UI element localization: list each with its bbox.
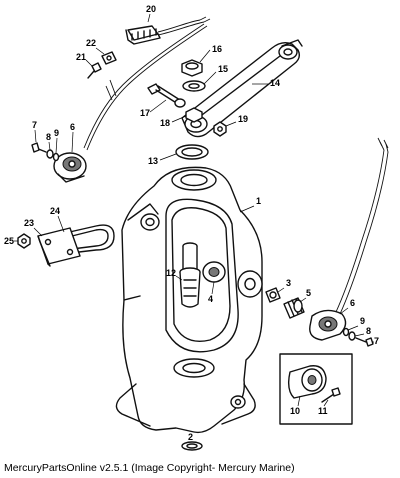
part-1-gimbal-housing [115, 166, 263, 451]
part-14-steering-arm [181, 39, 303, 138]
callout-7-left: 7 [32, 120, 37, 130]
part-12-pivot-pin [179, 242, 201, 308]
callout-20: 20 [146, 4, 156, 14]
part-20-wires [157, 16, 211, 36]
part-19-nut [213, 121, 227, 137]
part-9-washer-left [52, 152, 60, 162]
part-16-nut [181, 59, 203, 77]
callout-3: 3 [286, 278, 291, 288]
callout-4: 4 [208, 294, 213, 304]
part-4-bushing [202, 261, 226, 283]
callout-10: 10 [290, 406, 300, 416]
callout-9-left: 9 [54, 128, 59, 138]
callout-2: 2 [188, 432, 193, 442]
part-6-sender-upper [53, 152, 87, 183]
callout-24: 24 [50, 206, 60, 216]
part-17-bolt [147, 83, 186, 108]
callout-21: 21 [76, 52, 86, 62]
callout-8-right: 8 [366, 326, 371, 336]
callout-17: 17 [140, 108, 150, 118]
callout-6-right: 6 [350, 298, 355, 308]
part-5-stud [283, 297, 305, 319]
part-23-plate [37, 227, 81, 267]
part-25-nut [17, 233, 31, 249]
part-13-ring [175, 144, 209, 160]
part-20-clip [125, 25, 161, 45]
part-6-sender-right [309, 309, 347, 341]
callout-labels: 20 22 21 16 15 14 17 18 19 13 7 8 9 6 24… [4, 4, 379, 442]
part-11-screw [321, 387, 341, 403]
part-18-nut [185, 107, 203, 123]
callout-19: 19 [238, 114, 248, 124]
callout-5: 5 [306, 288, 311, 298]
part-7-screw-right [355, 337, 374, 347]
callout-14: 14 [270, 78, 280, 88]
callout-16: 16 [212, 44, 222, 54]
callout-18: 18 [160, 118, 170, 128]
callout-7-right: 7 [374, 336, 379, 346]
upper-sensor-lead [83, 23, 208, 151]
callout-23: 23 [24, 218, 34, 228]
part-8-washer-left [46, 149, 54, 159]
callout-6-left: 6 [70, 122, 75, 132]
part-24-u-bolt [51, 224, 115, 255]
callout-1: 1 [256, 196, 261, 206]
part-22-clip [101, 51, 117, 65]
callout-25: 25 [4, 236, 14, 246]
callout-12: 12 [166, 268, 176, 278]
right-sensor-lead [335, 137, 389, 315]
part-15-washer [182, 80, 206, 92]
inset-box [279, 353, 353, 425]
part-21-screw [87, 62, 102, 79]
callout-13: 13 [148, 156, 158, 166]
part-7-screw-left [31, 142, 47, 153]
part-3-bushing [265, 287, 281, 303]
image-caption: MercuryPartsOnline v2.5.1 (Image Copyrig… [4, 462, 295, 474]
callout-15: 15 [218, 64, 228, 74]
part-9-washer-right [342, 327, 350, 337]
callout-9-right: 9 [360, 316, 365, 326]
callout-22: 22 [86, 38, 96, 48]
part-8-washer-right [348, 331, 356, 341]
part-10-sender-base [287, 365, 327, 399]
callout-11: 11 [318, 406, 328, 416]
callout-8-left: 8 [46, 132, 51, 142]
